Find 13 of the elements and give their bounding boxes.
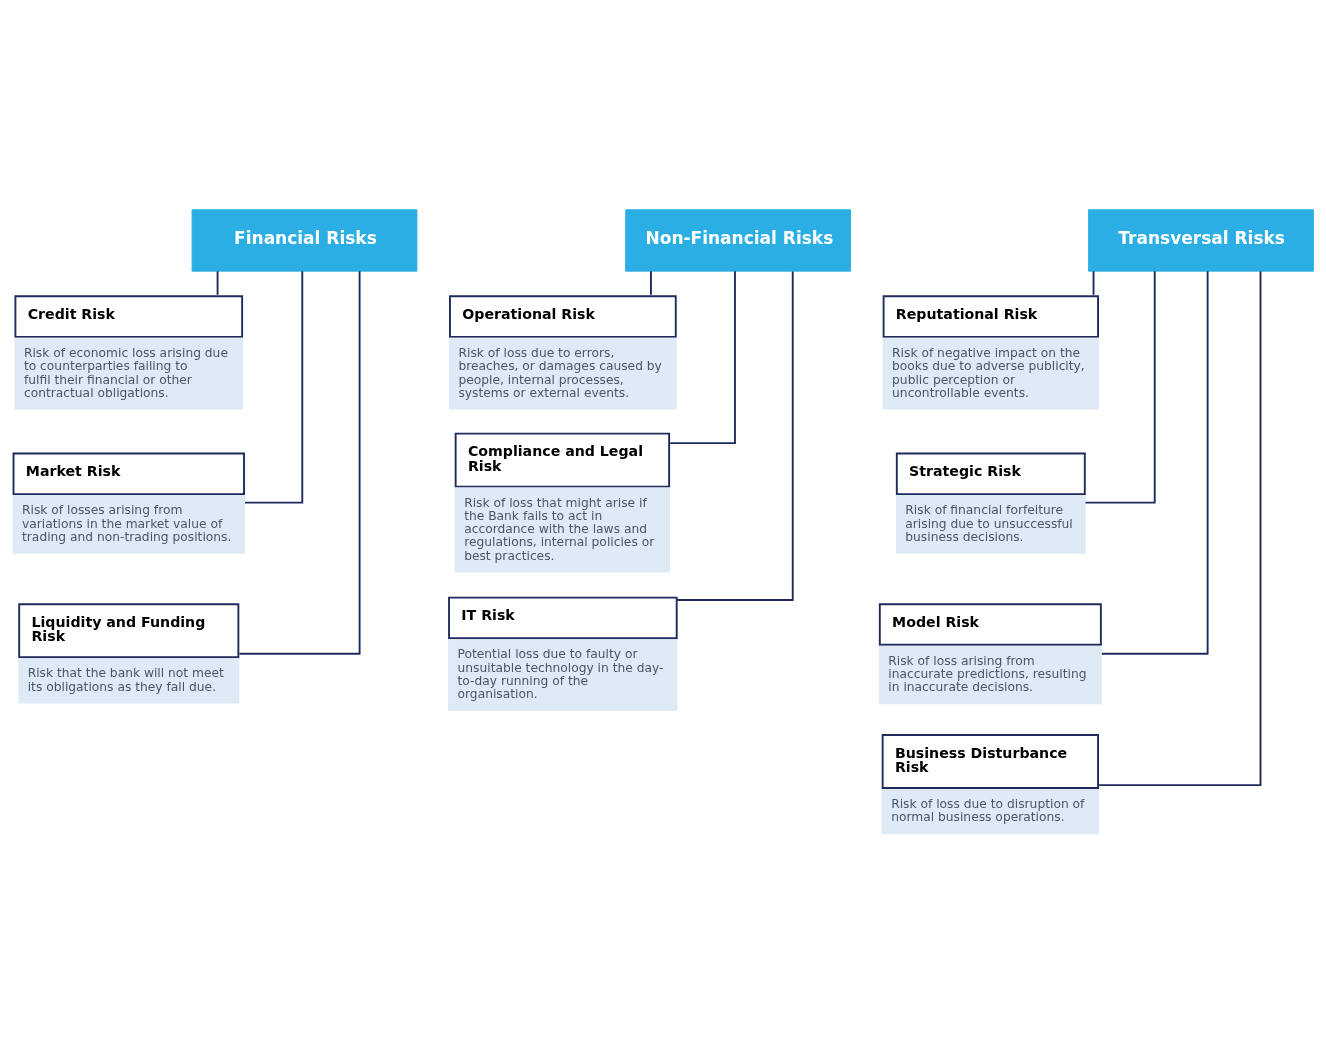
connector (650, 270, 652, 296)
connector (1100, 270, 1209, 655)
connector (1098, 270, 1262, 787)
connector (676, 270, 794, 601)
connector (1084, 270, 1156, 504)
node-box: Transversal Risks (1088, 209, 1314, 272)
connector (216, 270, 219, 296)
connector (244, 270, 304, 504)
connector (238, 270, 361, 655)
connector (669, 270, 736, 445)
node-box: Financial Risks (191, 209, 418, 272)
node-box: Non-Financial Risks (625, 209, 851, 272)
connector (1092, 270, 1095, 296)
